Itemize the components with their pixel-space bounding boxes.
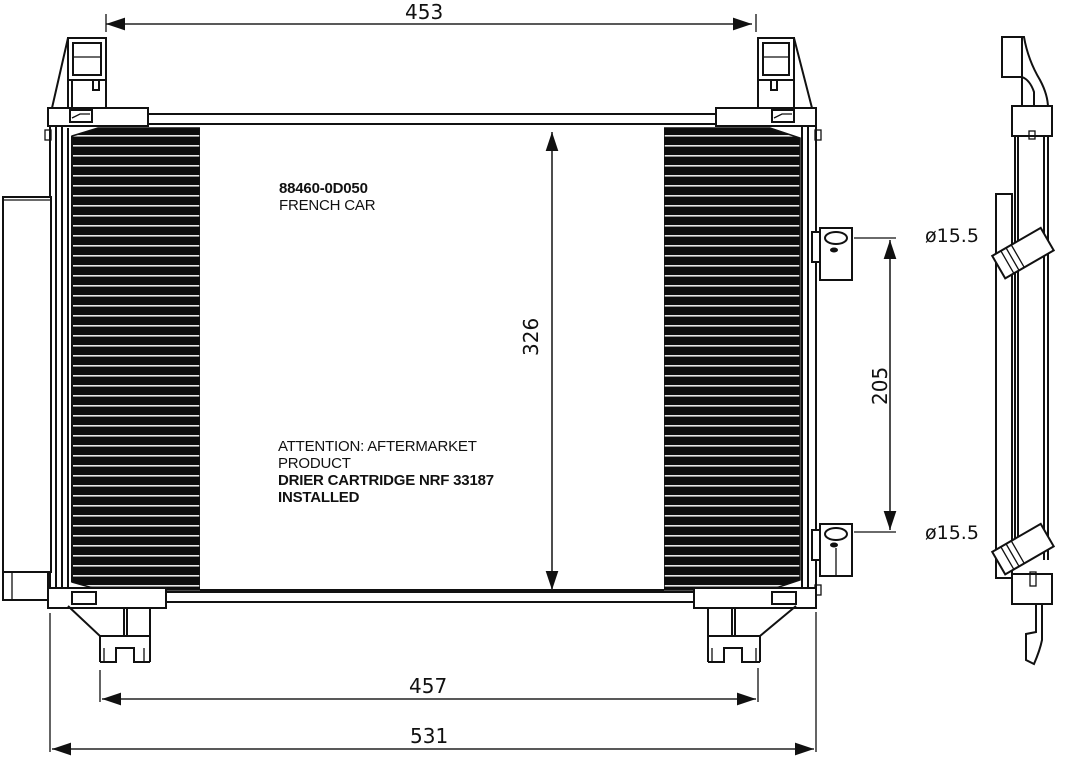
drier-line-2: INSTALLED — [278, 489, 360, 506]
bottom-rail — [147, 591, 717, 603]
top-rail — [147, 113, 717, 125]
drier-cartridge — [2, 196, 52, 601]
attention-note: ATTENTION: AFTERMARKET PRODUCT DRIER CAR… — [278, 438, 494, 506]
attention-line-1: ATTENTION: AFTERMARKET — [278, 438, 477, 455]
dimension-label-core-height: 326 — [519, 317, 543, 356]
right-header-tank — [801, 126, 822, 598]
application-label: FRENCH CAR — [279, 197, 376, 214]
part-number-note: 88460-0D050 FRENCH CAR — [279, 180, 376, 214]
dimension-label-overall-width: 531 — [410, 724, 449, 748]
dimension-label-port-diameter-lower: ø15.5 — [925, 522, 979, 544]
dimension-label-port-diameter-upper: ø15.5 — [925, 225, 979, 247]
bracket-top-left — [47, 37, 149, 127]
port-lower — [811, 523, 853, 577]
attention-line-2: PRODUCT — [278, 455, 351, 472]
dimension-overall-width — [49, 612, 817, 756]
dimension-label-port-spacing: 205 — [868, 366, 892, 405]
bracket-top-right — [715, 37, 817, 127]
drier-line-1: DRIER CARTRIDGE NRF 33187 — [278, 472, 494, 489]
core-fins-right — [663, 127, 801, 591]
bracket-bottom-right — [693, 587, 817, 663]
dimension-label-top-width: 453 — [405, 0, 444, 24]
dimension-port-spacing — [854, 237, 897, 533]
bracket-bottom-left — [47, 587, 167, 663]
dimension-top-width — [105, 14, 757, 32]
core-centre — [200, 124, 664, 590]
part-number: 88460-0D050 — [279, 180, 368, 197]
core-fins-left — [71, 127, 201, 591]
left-header-tank — [44, 126, 69, 598]
port-upper — [811, 227, 853, 281]
side-view — [990, 36, 1056, 666]
dimension-bottom-width — [99, 668, 759, 706]
dimension-label-bottom-width: 457 — [409, 674, 448, 698]
